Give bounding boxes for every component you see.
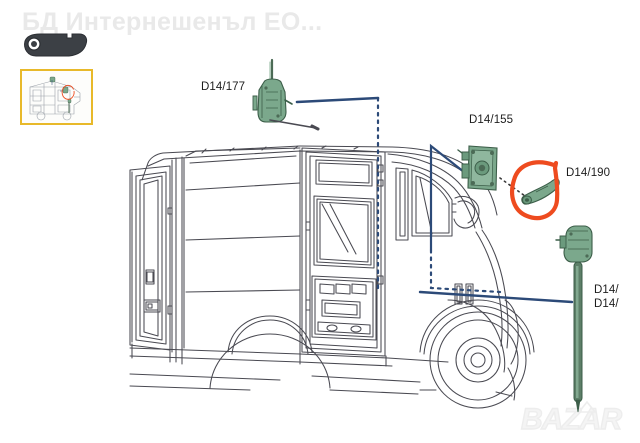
diagram-thumbnail-icon	[29, 76, 81, 121]
connector-line-155	[429, 143, 466, 252]
part-label-d14-155: D14/155	[469, 114, 514, 126]
part-d14-bottom[interactable]	[555, 225, 593, 413]
part-d14-190[interactable]	[521, 178, 560, 205]
connector-line-177	[295, 96, 380, 104]
annotation-circle	[509, 160, 560, 221]
part-d14-155[interactable]	[457, 145, 526, 197]
connector-line-bottom	[418, 290, 574, 304]
diagram-thumbnail[interactable]	[20, 69, 93, 125]
watermark-bazar-text: BAZAR	[521, 403, 622, 436]
connector-dotted-190	[499, 177, 526, 197]
part-label-bottom-line2: D14/	[594, 298, 619, 310]
part-label-d14-bottom: D14/ D14/	[594, 283, 619, 311]
connector-dotted-155	[429, 248, 502, 294]
part-d14-177[interactable]	[252, 58, 320, 131]
part-label-d14-190: D14/190	[566, 167, 611, 179]
watermark-bazar-logo: BAZAR	[520, 400, 624, 437]
part-label-bottom-line1: D14/	[594, 284, 619, 296]
watermark-seller-name: БД Интернешенъл ЕО...	[22, 8, 323, 36]
part-label-d14-177: D14/177	[201, 81, 246, 93]
door-handle-icon	[24, 33, 88, 57]
